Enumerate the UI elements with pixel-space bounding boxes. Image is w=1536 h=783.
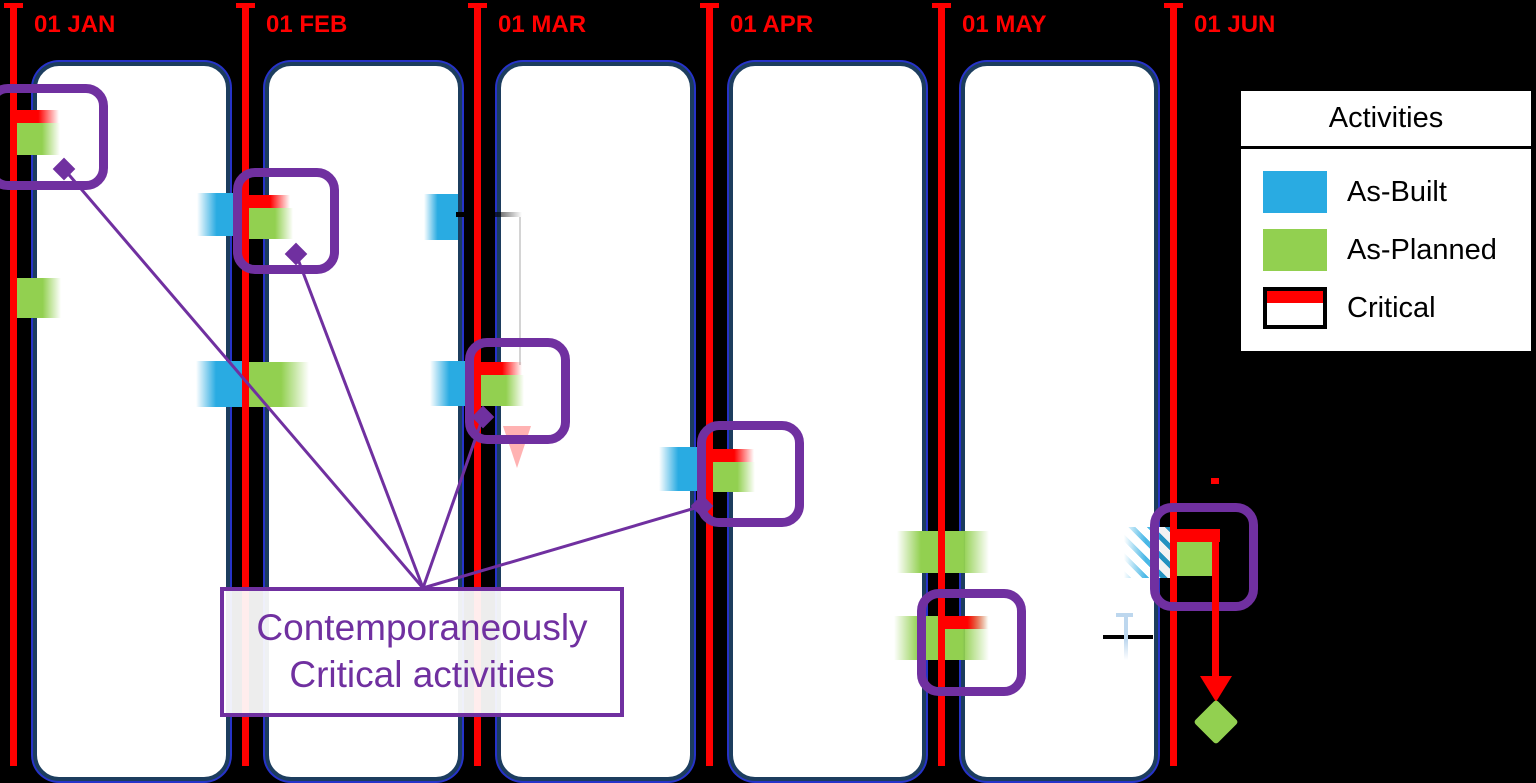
as-built-bar-feb-2 [196,361,246,407]
month-line-cap-feb [236,3,255,8]
milestone-tick-jun [1103,635,1153,639]
highlight-box-apr [697,421,804,527]
critical-bar-jun [1172,529,1220,542]
as-planned-bar-jan-2 [15,278,61,318]
legend-title: Activities [1241,91,1531,149]
month-label-jan: 01 JAN [34,11,116,38]
milestone-arrow-line-jun [1212,540,1219,680]
highlight-box-feb [233,168,339,274]
link-line-mar [519,217,521,365]
month-line-cap-may [932,3,951,8]
month-line-cap-jan [4,3,23,8]
month-line-may [938,4,945,766]
legend-item-as-planned: As-Planned [1263,229,1531,271]
as-planned-bar-jan [15,123,60,155]
month-label-may: 01 MAY [962,11,1047,38]
legend-label-as-built: As-Built [1347,175,1447,208]
as-built-swatch [1263,171,1327,213]
as-planned-bar-jun [1175,542,1214,576]
highlight-box-mar [465,338,570,444]
as-planned-bar-feb-2 [247,362,309,407]
critical-bar-jan [13,110,59,123]
month-label-mar: 01 MAR [498,11,587,38]
legend-label-critical: Critical [1347,291,1436,324]
highlight-box-jun [1150,503,1258,611]
legend-item-critical: Critical [1263,287,1531,329]
annotation-box: Contemporaneously Critical activities [220,587,624,717]
as-built-hatched-bar-jun [1124,527,1172,578]
legend-label-as-planned: As-Planned [1347,233,1497,266]
highlight-box-jan [0,84,108,190]
schedule-panel-may [961,62,1158,781]
critical-bar-may [942,616,988,629]
highlight-box-may [917,589,1026,696]
capped-line-jun [1124,614,1128,660]
annotation-line-1: Contemporaneously [256,607,588,649]
month-label-jun: 01 JUN [1194,11,1276,38]
month-line-cap-mar [468,3,487,8]
critical-bar-mar [478,362,522,375]
month-line-cap-apr [700,3,719,8]
milestone-diamond-jun [1193,699,1239,745]
month-label-feb: 01 FEB [266,11,348,38]
critical-bar-apr [710,449,754,462]
as-built-bar-mar-upper [424,194,458,240]
milestone-tick-mar [456,212,522,217]
faded-arrow-mar [503,426,531,468]
red-tick-jun [1211,478,1219,484]
critical-swatch [1263,287,1327,329]
as-planned-bar-apr [711,462,755,492]
month-line-jun [1170,4,1177,766]
legend-items: As-Built As-Planned Critical [1241,149,1531,351]
as-planned-swatch [1263,229,1327,271]
as-planned-bar-mar [479,375,524,406]
schedule-panel-mar [497,62,694,781]
month-label-apr: 01 APR [730,11,814,38]
month-line-jan [10,4,17,766]
month-line-mar [474,4,481,766]
milestone-arrowhead-jun [1200,676,1232,702]
month-line-apr [706,4,713,766]
month-line-cap-jun [1164,3,1183,8]
legend: Activities As-Built As-Planned Critical [1238,88,1534,354]
annotation-line-2: Critical activities [289,654,555,695]
legend-item-as-built: As-Built [1263,171,1531,213]
